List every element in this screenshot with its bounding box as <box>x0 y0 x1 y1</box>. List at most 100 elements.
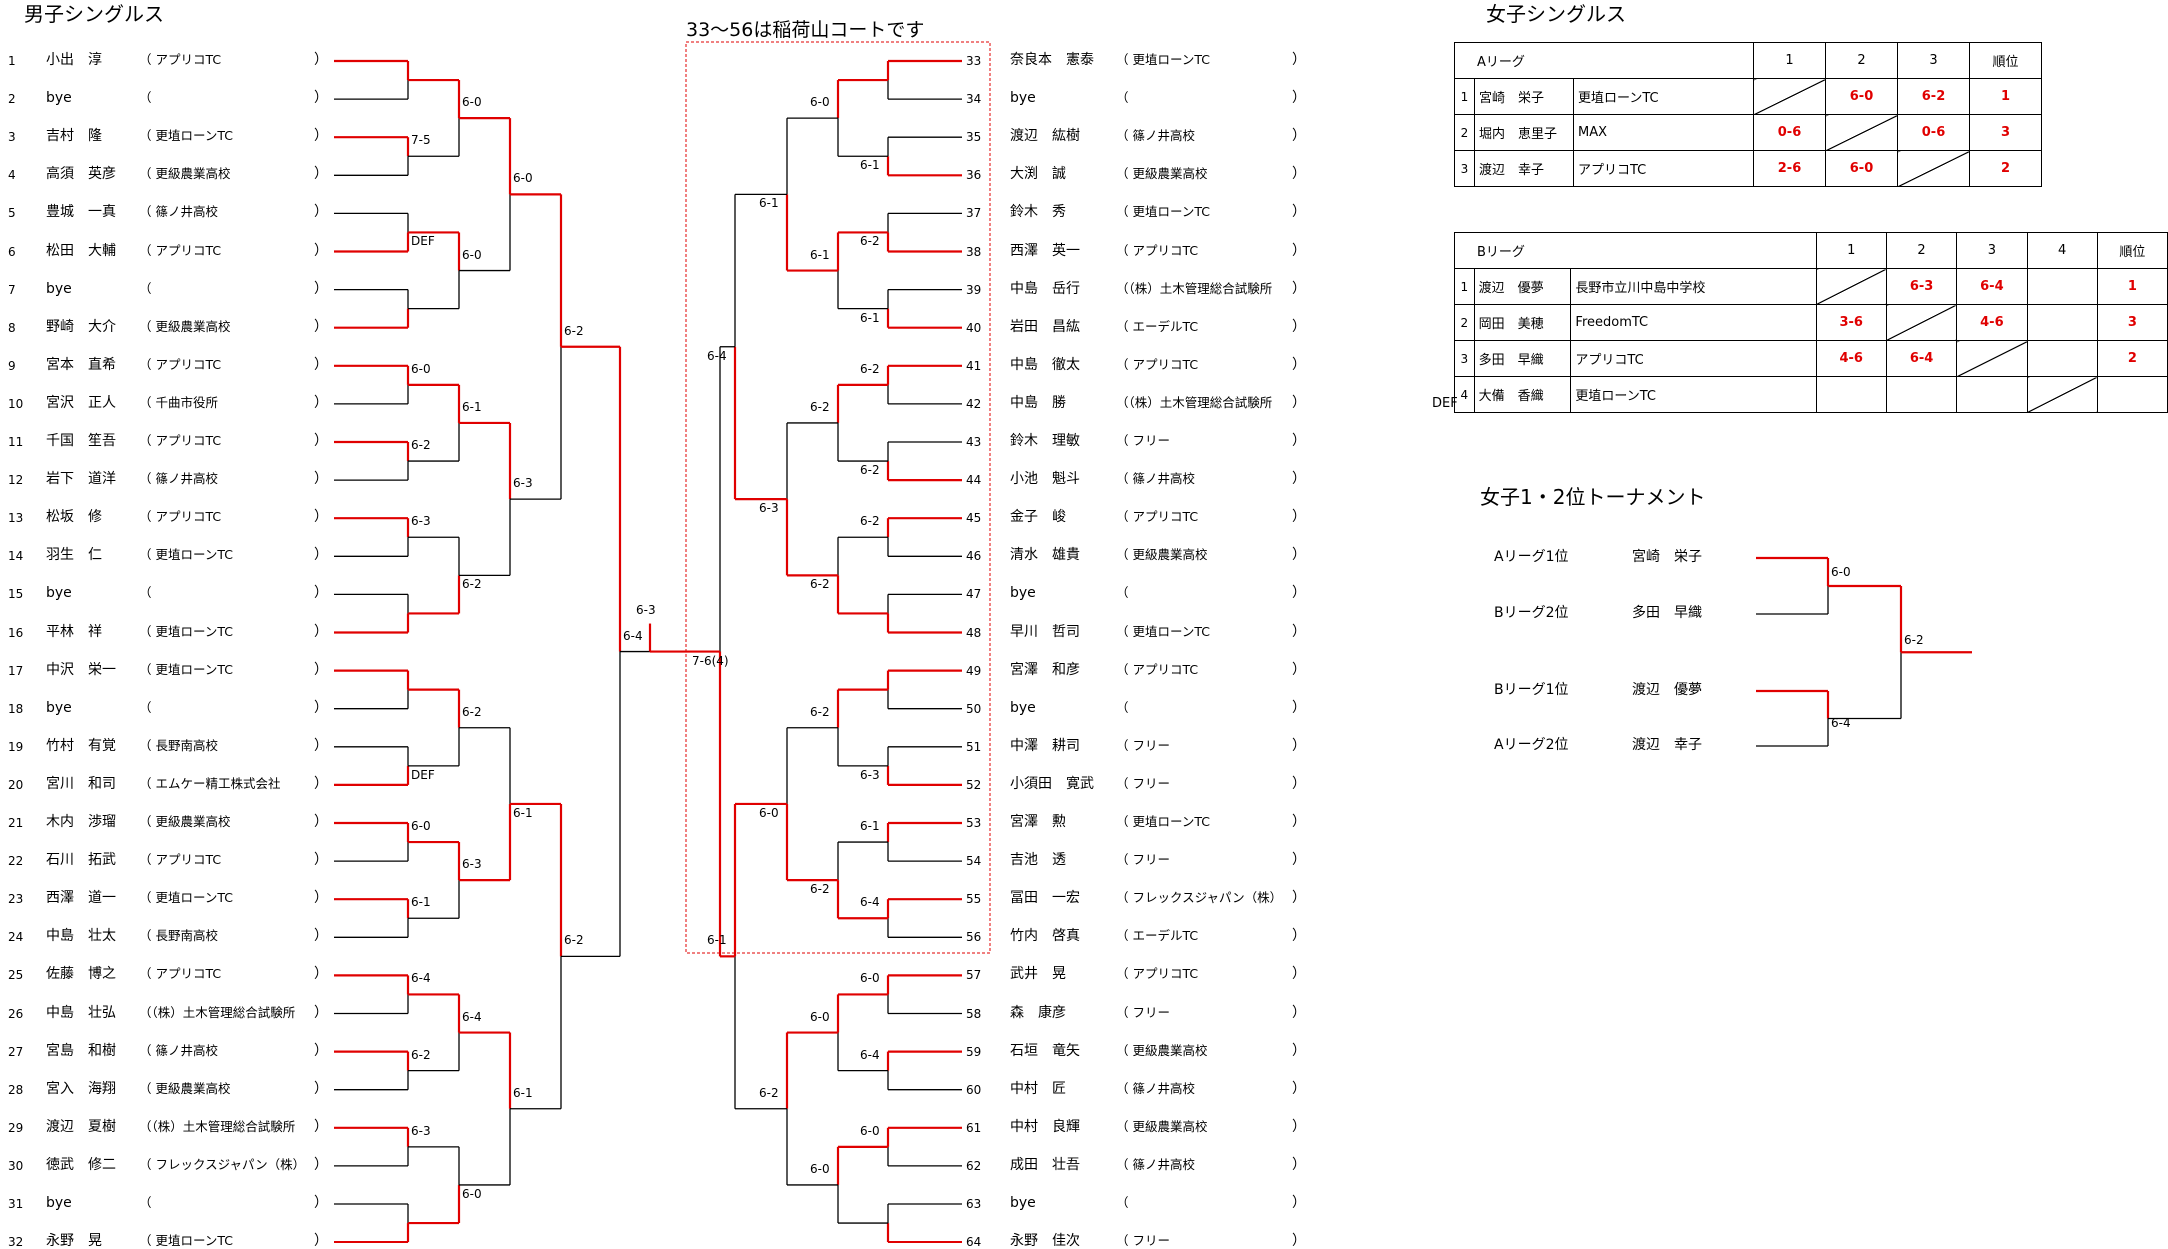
score-cell: 0-6 <box>1897 114 1970 151</box>
close-paren: ） <box>1292 699 1306 716</box>
player-club: （ アプリコTC <box>139 242 222 258</box>
player-club: （ アプリコTC <box>1116 356 1199 372</box>
score-cell: 0-6 <box>1753 114 1826 151</box>
player-name: 大渕 誠 <box>1010 166 1066 183</box>
player-club: （ <box>1116 585 1129 601</box>
close-paren: ） <box>314 1195 328 1211</box>
player-club: （ 篠ノ井高校 <box>1116 128 1195 144</box>
player-name: 宮澤 勲 <box>1010 814 1066 830</box>
tournament-seed: Bリーグ2位 <box>1494 605 1569 621</box>
player-club: （ フリー <box>1116 1004 1170 1020</box>
player-club: （ 更埴ローンTC <box>1116 204 1210 220</box>
final-score: 6-3 <box>636 602 656 617</box>
player-name: bye <box>1010 90 1036 107</box>
player-club: （ アプリコTC <box>139 433 222 448</box>
player-club: （ フリー <box>1116 737 1170 753</box>
player-club: （ 篠ノ井高校 <box>1116 1080 1195 1096</box>
player-club: （ 篠ノ井高校 <box>139 471 218 487</box>
player-name: 羽生 仁 <box>46 547 102 564</box>
player-club: （ 篠ノ井高校 <box>1116 1156 1195 1172</box>
player-number: 62 <box>966 1158 982 1173</box>
match-score: 7-6(4) <box>692 653 729 668</box>
match-score: 6-4 <box>623 628 643 643</box>
player-number: 46 <box>966 549 982 564</box>
match-score: 6-2 <box>564 933 584 948</box>
player-number: 16 <box>8 625 24 640</box>
close-paren: ） <box>1292 890 1306 907</box>
match-score: 6-1 <box>759 196 779 211</box>
match-score: 6-2 <box>860 361 880 376</box>
rank-cell: 1 <box>1969 78 2042 115</box>
close-paren: ） <box>1292 1080 1306 1097</box>
score-cell: 6-4 <box>1956 268 2028 305</box>
tournament-score: 6-2 <box>1904 633 1924 648</box>
player-number: 22 <box>8 854 24 869</box>
player-club: 更埴ローンTC <box>1573 78 1754 115</box>
player-number: 36 <box>966 168 982 183</box>
player-number: 35 <box>966 130 982 145</box>
score-cell <box>2026 340 2098 377</box>
player-name: 中村 匠 <box>1010 1080 1066 1097</box>
score-cell: 4-6 <box>1815 340 1887 377</box>
player-name: 奈良本 憲泰 <box>1010 52 1094 68</box>
player-number: 24 <box>8 930 24 945</box>
self-match-cell <box>1815 268 1887 305</box>
close-paren: ） <box>314 394 328 411</box>
close-paren: ） <box>1292 471 1306 488</box>
player-club: （ <box>139 699 152 715</box>
player-number: 15 <box>8 587 24 602</box>
player-number: 27 <box>8 1044 24 1059</box>
player-name: 鈴木 理敏 <box>1010 433 1080 449</box>
score-cell <box>1815 376 1887 413</box>
player-number: 61 <box>966 1120 982 1135</box>
player-name: 佐藤 博之 <box>46 966 116 983</box>
league-b-col-1: 1 <box>1815 232 1887 269</box>
player-number: 32 <box>8 1235 24 1249</box>
close-paren: ） <box>314 661 328 678</box>
player-number: 44 <box>966 473 982 488</box>
match-score: 6-0 <box>462 247 482 262</box>
match-score: 6-2 <box>810 399 830 414</box>
player-number: 41 <box>966 358 982 373</box>
rank-cell: 3 <box>1969 114 2042 151</box>
player-club: （ 更埴ローンTC <box>139 661 233 677</box>
player-club: （ アプリコTC <box>139 52 222 67</box>
player-name: 永野 佳次 <box>1010 1233 1080 1249</box>
player-club: （ フリー <box>1116 852 1170 868</box>
close-paren: ） <box>314 699 328 716</box>
player-club: （ エーデルTC <box>1116 318 1199 334</box>
close-paren: ） <box>1292 509 1306 526</box>
tournament-seed: Aリーグ2位 <box>1494 737 1569 753</box>
league-a-row: 1 宮崎 栄子 更埴ローンTC 6-0 6-2 1 <box>1454 78 2042 115</box>
match-score: 6-2 <box>462 704 482 719</box>
self-match-cell <box>2026 376 2098 413</box>
player-name: 竹内 啓真 <box>1010 928 1080 945</box>
player-number: 21 <box>8 816 24 830</box>
player-number: 51 <box>966 739 982 754</box>
match-score: 6-2 <box>411 1047 431 1062</box>
match-score: 6-4 <box>860 1047 880 1062</box>
close-paren: ） <box>314 280 328 297</box>
player-name: 宮本 直希 <box>46 356 116 373</box>
womens-tournament-title: 女子1・2位トーナメント <box>1480 485 1706 509</box>
close-paren: ） <box>1292 356 1306 373</box>
match-score: 6-3 <box>860 767 880 782</box>
close-paren: ） <box>314 737 328 754</box>
close-paren: ） <box>314 128 328 145</box>
player-number: 34 <box>966 92 982 107</box>
player-name: 豊城 一真 <box>46 204 116 221</box>
close-paren: ） <box>314 204 328 221</box>
match-score: 7-5 <box>411 133 431 148</box>
player-name: 中島 徹太 <box>1010 356 1080 373</box>
player-club: アプリコTC <box>1573 150 1754 187</box>
player-club: （ エーデルTC <box>1116 928 1199 944</box>
player-club: （ 更埴ローンTC <box>139 128 233 144</box>
player-club: （ 更級農業高校 <box>1116 1118 1208 1134</box>
player-number: 28 <box>8 1082 24 1097</box>
player-number: 29 <box>8 1120 24 1135</box>
player-name: bye <box>1010 699 1036 716</box>
player-number: 37 <box>966 206 982 221</box>
player-number: 31 <box>8 1197 24 1211</box>
match-score: 6-1 <box>462 399 482 414</box>
player-name: 渡辺 優夢 <box>1473 268 1572 305</box>
